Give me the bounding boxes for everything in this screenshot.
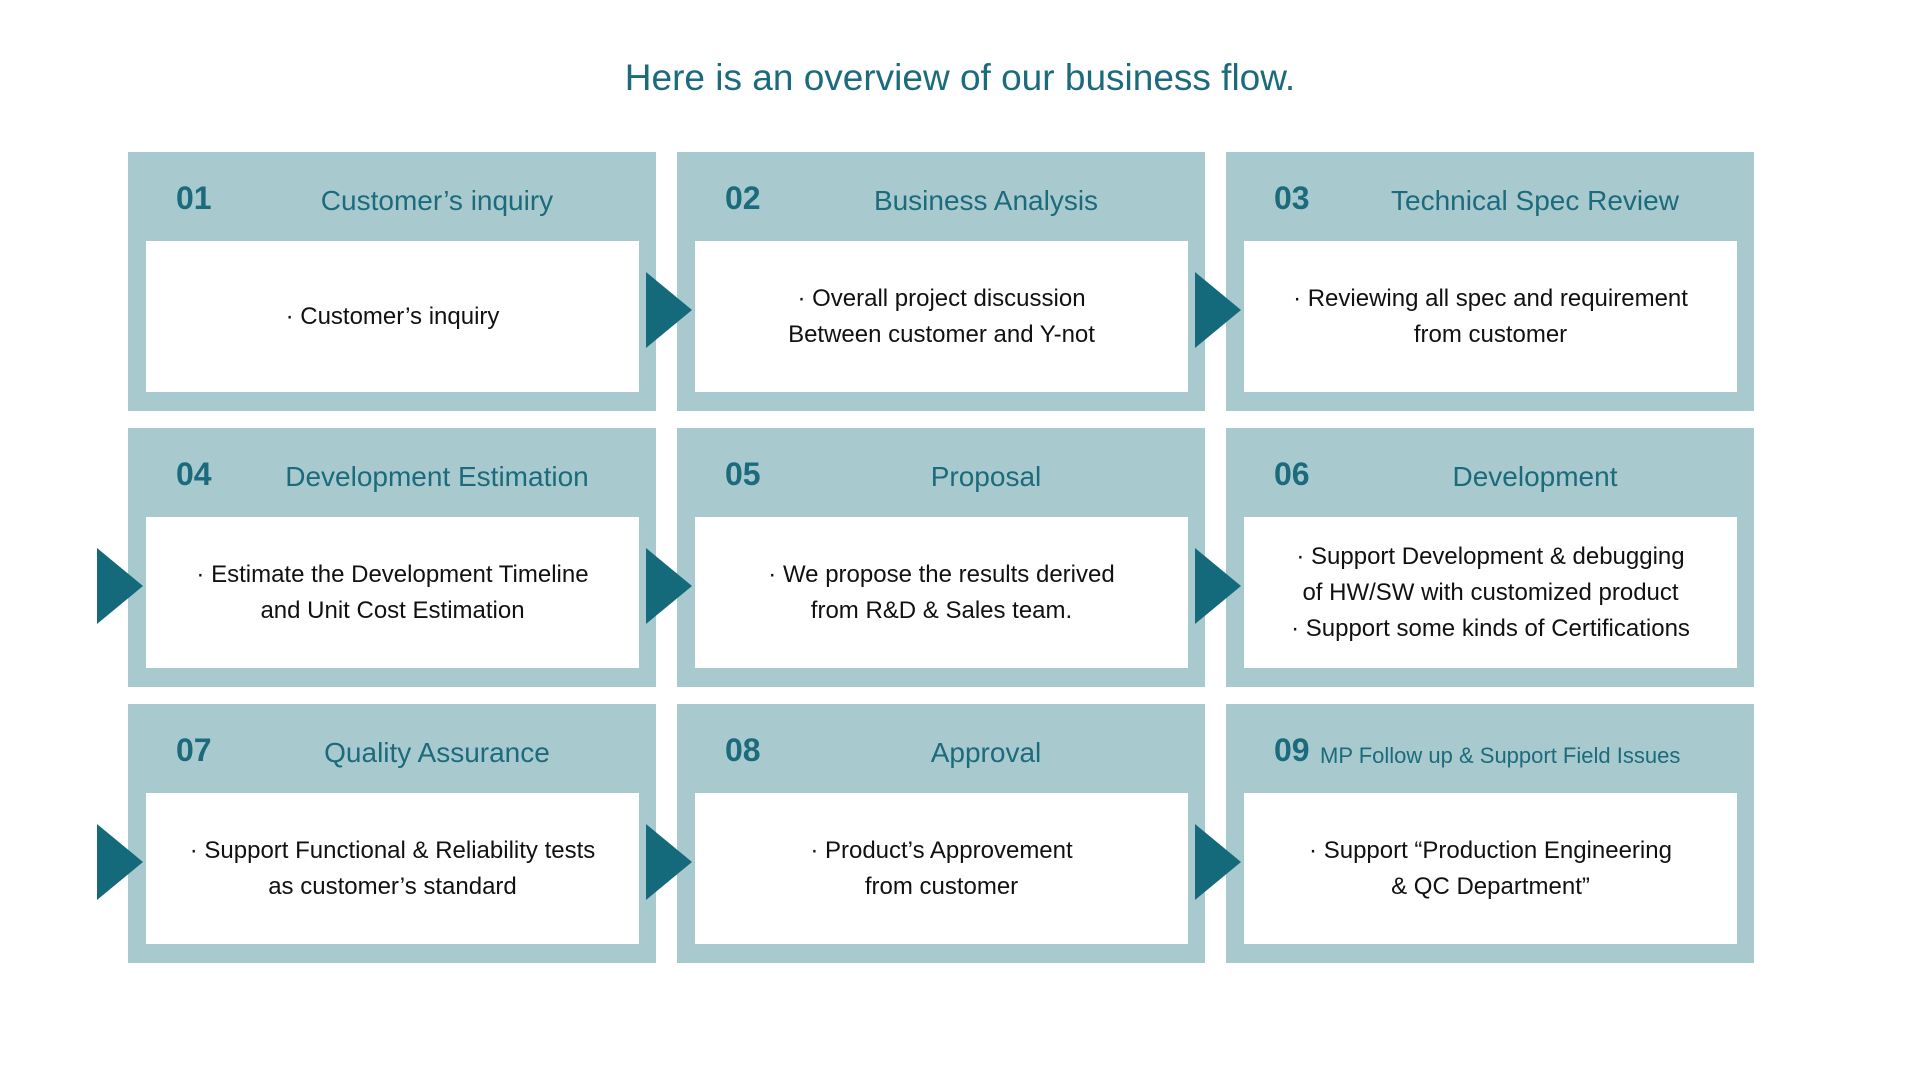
step-card-08: 08 Approval · Product’s Approvement from… xyxy=(677,704,1205,963)
page-title: Here is an overview of our business flow… xyxy=(624,57,1296,98)
step-card-05: 05 Proposal · We propose the results der… xyxy=(677,428,1205,687)
step-card-07: 07 Quality Assurance · Support Functiona… xyxy=(128,704,656,963)
step-description-line: · Customer’s inquiry xyxy=(285,302,500,330)
flow-arrow-icon xyxy=(646,824,692,900)
step-description-line: · We propose the results derived xyxy=(768,560,1115,588)
step-card-04: 04 Development Estimation · Estimate the… xyxy=(128,428,656,687)
flow-arrow-icon xyxy=(97,824,143,900)
step-description: · Overall project discussion Between cus… xyxy=(695,241,1188,392)
step-number: 05 xyxy=(725,456,761,492)
step-number: 04 xyxy=(176,456,212,492)
step-description-line: · Support Functional & Reliability tests xyxy=(189,836,596,864)
step-description-line: from customer xyxy=(1413,320,1568,348)
flow-arrow-icon xyxy=(1195,272,1241,348)
step-description-line: · Support “Production Engineering xyxy=(1309,836,1672,864)
step-description: · Support “Production Engineering & QC D… xyxy=(1244,793,1737,944)
step-description-line: · Estimate the Development Timeline xyxy=(196,560,589,588)
flow-arrow-icon xyxy=(1195,824,1241,900)
step-number: 01 xyxy=(176,180,212,216)
step-number: 07 xyxy=(176,732,212,768)
step-description-line: of HW/SW with customized product xyxy=(1302,578,1679,606)
step-card-06: 06 Development · Support Development & d… xyxy=(1226,428,1754,687)
step-description-line: · Support Development & debugging xyxy=(1296,542,1685,570)
flow-arrow-icon xyxy=(646,548,692,624)
step-description-line: · Overall project discussion xyxy=(797,284,1086,312)
step-description-line: from customer xyxy=(864,872,1019,900)
step-title: Development xyxy=(1452,461,1618,492)
step-description: · Estimate the Development Timeline and … xyxy=(146,517,639,668)
step-title: MP Follow up & Support Field Issues xyxy=(1320,743,1681,768)
step-number: 02 xyxy=(725,180,761,216)
step-description: · Customer’s inquiry xyxy=(146,241,639,392)
step-card-03: 03 Technical Spec Review · Reviewing all… xyxy=(1226,152,1754,411)
step-title: Approval xyxy=(930,737,1042,768)
step-description-line: · Support some kinds of Certifications xyxy=(1291,614,1690,642)
step-title: Technical Spec Review xyxy=(1391,185,1679,216)
step-title: Proposal xyxy=(930,461,1042,492)
flow-arrow-icon xyxy=(97,548,143,624)
step-description: · We propose the results derived from R&… xyxy=(695,517,1188,668)
step-title: Development Estimation xyxy=(285,461,589,492)
step-card-01: 01 Customer’s inquiry · Customer’s inqui… xyxy=(128,152,656,411)
step-number: 08 xyxy=(725,732,761,768)
step-card-02: 02 Business Analysis · Overall project d… xyxy=(677,152,1205,411)
step-description: · Product’s Approvement from customer xyxy=(695,793,1188,944)
step-description-line: & QC Department” xyxy=(1391,872,1590,900)
step-number: 03 xyxy=(1274,180,1310,216)
step-description: · Reviewing all spec and requirement fro… xyxy=(1244,241,1737,392)
flow-arrow-icon xyxy=(1195,548,1241,624)
step-card-09: 09 MP Follow up & Support Field Issues ·… xyxy=(1226,704,1754,963)
step-description-line: from R&D & Sales team. xyxy=(810,596,1073,624)
step-description-line: · Reviewing all spec and requirement xyxy=(1293,284,1688,312)
step-title: Business Analysis xyxy=(873,185,1099,216)
step-description-line: and Unit Cost Estimation xyxy=(260,596,525,624)
step-description: · Support Functional & Reliability tests… xyxy=(146,793,639,944)
flow-arrow-icon xyxy=(646,272,692,348)
step-description-line: as customer’s standard xyxy=(268,872,517,900)
step-description: · Support Development & debugging of HW/… xyxy=(1244,517,1737,668)
step-number: 06 xyxy=(1274,456,1310,492)
step-title: Customer’s inquiry xyxy=(320,185,554,216)
step-number: 09 xyxy=(1274,732,1310,768)
step-description-line: Between customer and Y-not xyxy=(788,320,1095,348)
step-title: Quality Assurance xyxy=(324,737,550,768)
step-description-line: · Product’s Approvement xyxy=(810,836,1073,864)
